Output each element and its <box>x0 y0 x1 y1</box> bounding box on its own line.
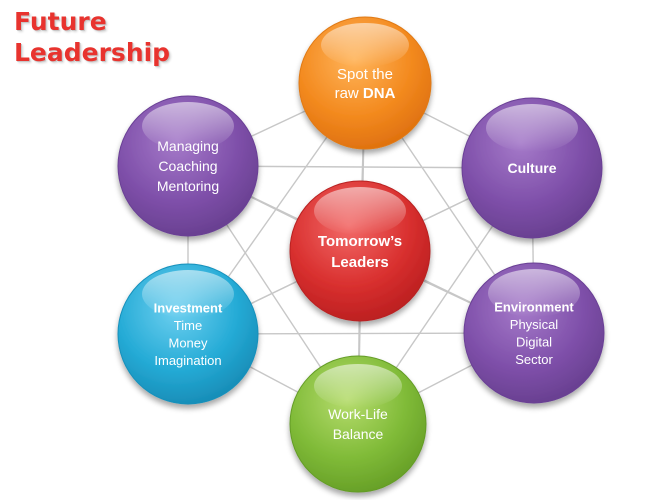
title-line-1: Future <box>14 7 107 36</box>
node-culture-label: Culture <box>508 160 557 176</box>
node-culture: Culture <box>461 97 603 239</box>
page-title: Future Leadership <box>14 6 170 68</box>
title-line-2: Leadership <box>14 38 171 67</box>
